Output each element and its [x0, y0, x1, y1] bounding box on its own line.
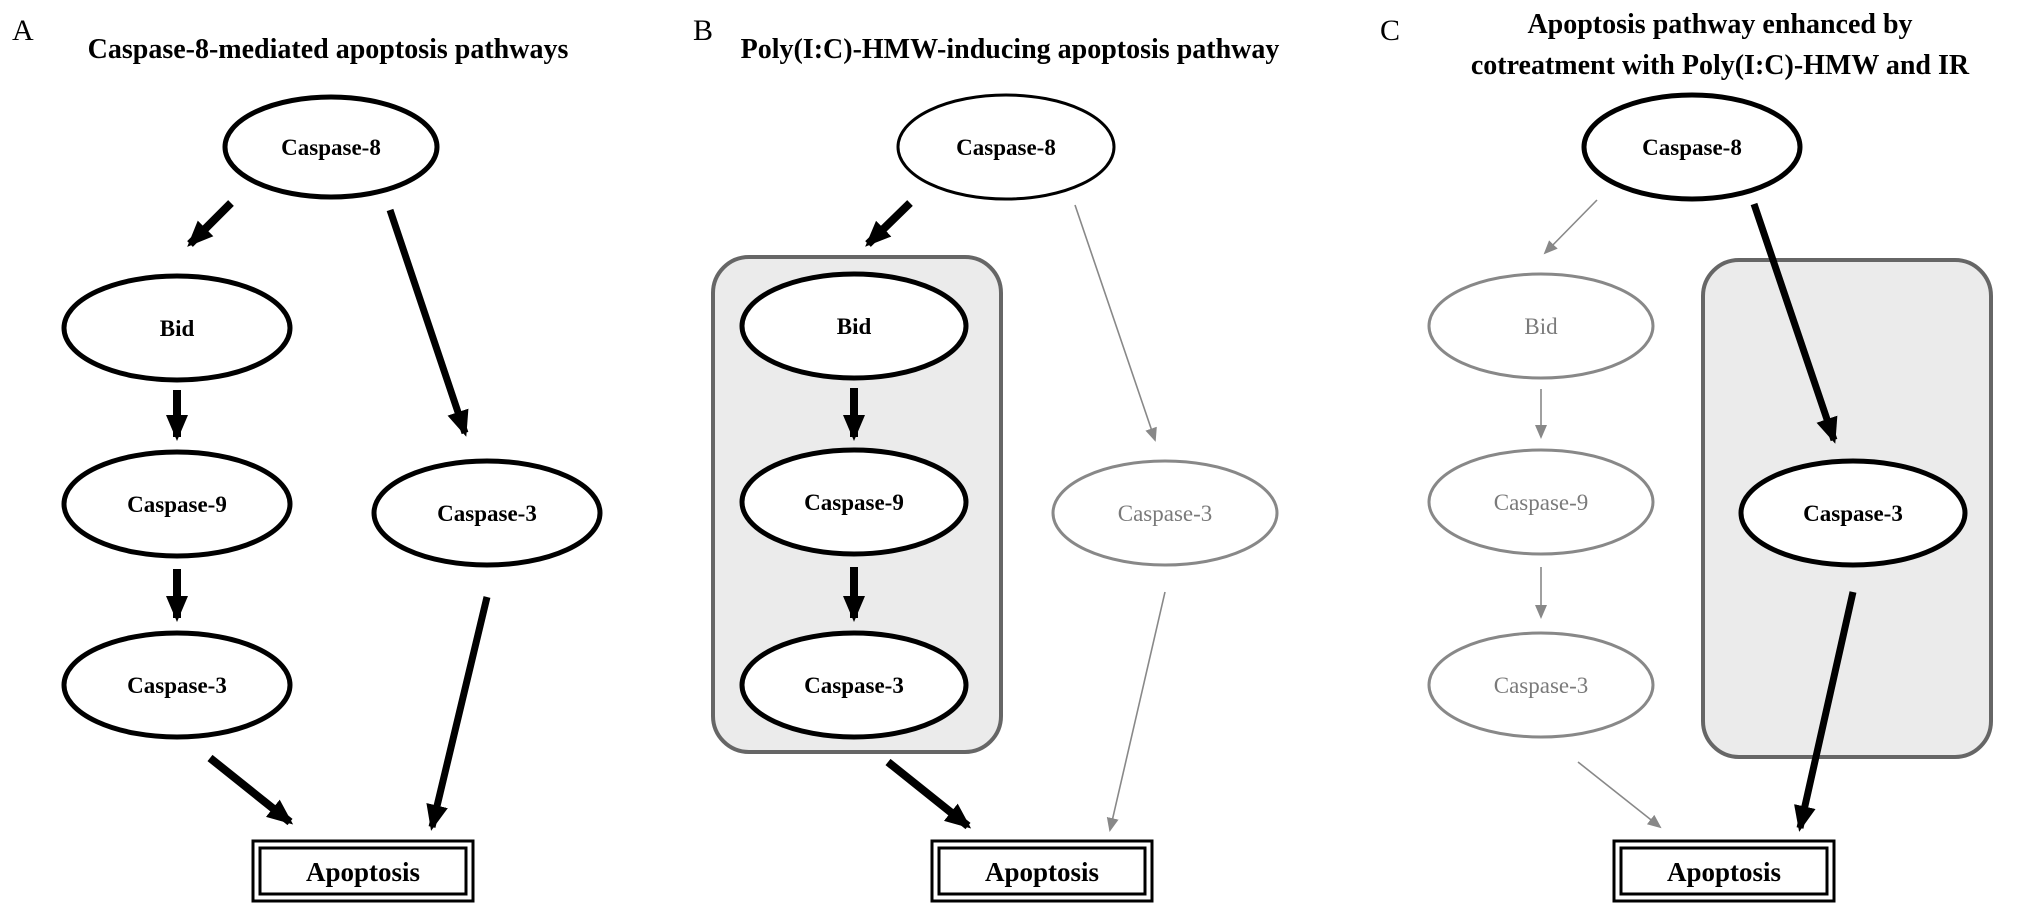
- node-caspase-3-right: Caspase-3: [1738, 458, 1968, 568]
- node-caspase-3-left-label: Caspase-3: [804, 673, 904, 698]
- node-caspase-9-label: Caspase-9: [127, 492, 227, 517]
- arrow-caspase8-to-caspase3-faint: [1074, 204, 1157, 442]
- node-caspase-8: Caspase-8: [1581, 92, 1803, 202]
- panel-a-title: Caspase-8-mediated apoptosis pathways: [88, 34, 569, 65]
- panel-c-letter: C: [1380, 14, 1400, 47]
- node-apoptosis-label: Apoptosis: [1667, 857, 1781, 887]
- node-caspase-3-right-label: Caspase-3: [1118, 501, 1213, 526]
- arrow-caspase3-to-apoptosis-left: [885, 758, 972, 830]
- panel-b-letter: B: [693, 14, 713, 47]
- node-bid-label: Bid: [160, 316, 195, 341]
- node-caspase-9-label: Caspase-9: [804, 490, 904, 515]
- arrow-caspase8-to-bid: [187, 200, 234, 247]
- arrow-caspase3-to-apoptosis-left: [207, 754, 294, 826]
- node-caspase-3-right: Caspase-3: [1051, 459, 1279, 567]
- panel-b-title: Poly(I:C)-HMW-inducing apoptosis pathway: [741, 34, 1280, 65]
- panel-b: B Poly(I:C)-HMW-inducing apoptosis pathw…: [693, 14, 1280, 903]
- node-apoptosis-label: Apoptosis: [985, 857, 1099, 887]
- node-bid-label: Bid: [837, 314, 872, 339]
- node-caspase-8: Caspase-8: [896, 93, 1116, 201]
- node-caspase-3-left-label: Caspase-3: [1494, 673, 1589, 698]
- arrow-caspase3-to-apoptosis-right: [426, 596, 491, 831]
- node-caspase-3-left: Caspase-3: [61, 630, 293, 740]
- node-caspase-3-right: Caspase-3: [371, 458, 603, 568]
- node-caspase-8: Caspase-8: [222, 94, 440, 200]
- node-caspase-9: Caspase-9: [1427, 448, 1655, 556]
- node-apoptosis: Apoptosis: [1612, 839, 1836, 903]
- panel-a: A Caspase-8-mediated apoptosis pathways …: [12, 14, 603, 903]
- arrow-caspase8-to-caspase3: [386, 208, 469, 437]
- arrow-caspase3-to-apoptosis-right: [1794, 591, 1857, 832]
- node-caspase-3-left-label: Caspase-3: [127, 673, 227, 698]
- node-caspase-3-right-label: Caspase-3: [1803, 501, 1903, 526]
- node-caspase-8-label: Caspase-8: [1642, 135, 1742, 160]
- node-bid-label: Bid: [1524, 314, 1558, 339]
- panel-c-title-line-2: cotreatment with Poly(I:C)-HMW and IR: [1471, 50, 1970, 81]
- node-caspase-9-label: Caspase-9: [1494, 490, 1589, 515]
- arrow-caspase8-to-bid-faint: [1543, 199, 1598, 255]
- node-caspase-3-left: Caspase-3: [1427, 631, 1655, 739]
- arrow-caspase3-to-apoptosis-faint: [1106, 591, 1166, 832]
- node-bid: Bid: [61, 273, 293, 383]
- node-apoptosis: Apoptosis: [251, 839, 475, 903]
- node-apoptosis-label: Apoptosis: [306, 857, 420, 887]
- panel-a-letter: A: [12, 14, 34, 47]
- node-bid: Bid: [739, 271, 969, 381]
- node-caspase-3-left: Caspase-3: [739, 630, 969, 740]
- node-caspase-8-label: Caspase-8: [281, 135, 381, 160]
- arrow-caspase8-to-bid: [865, 200, 913, 247]
- node-caspase-9: Caspase-9: [61, 449, 293, 559]
- node-caspase-9: Caspase-9: [739, 447, 969, 557]
- node-bid: Bid: [1427, 272, 1655, 380]
- panel-c: C Apoptosis pathway enhanced by cotreatm…: [1380, 9, 1993, 903]
- node-caspase-8-label: Caspase-8: [956, 135, 1056, 160]
- arrow-caspase3-to-apoptosis-faint: [1577, 761, 1662, 829]
- node-apoptosis: Apoptosis: [930, 839, 1154, 903]
- arrow-caspase8-to-caspase3: [1750, 202, 1838, 444]
- panel-c-title-line-1: Apoptosis pathway enhanced by: [1527, 9, 1912, 40]
- node-caspase-3-right-label: Caspase-3: [437, 501, 537, 526]
